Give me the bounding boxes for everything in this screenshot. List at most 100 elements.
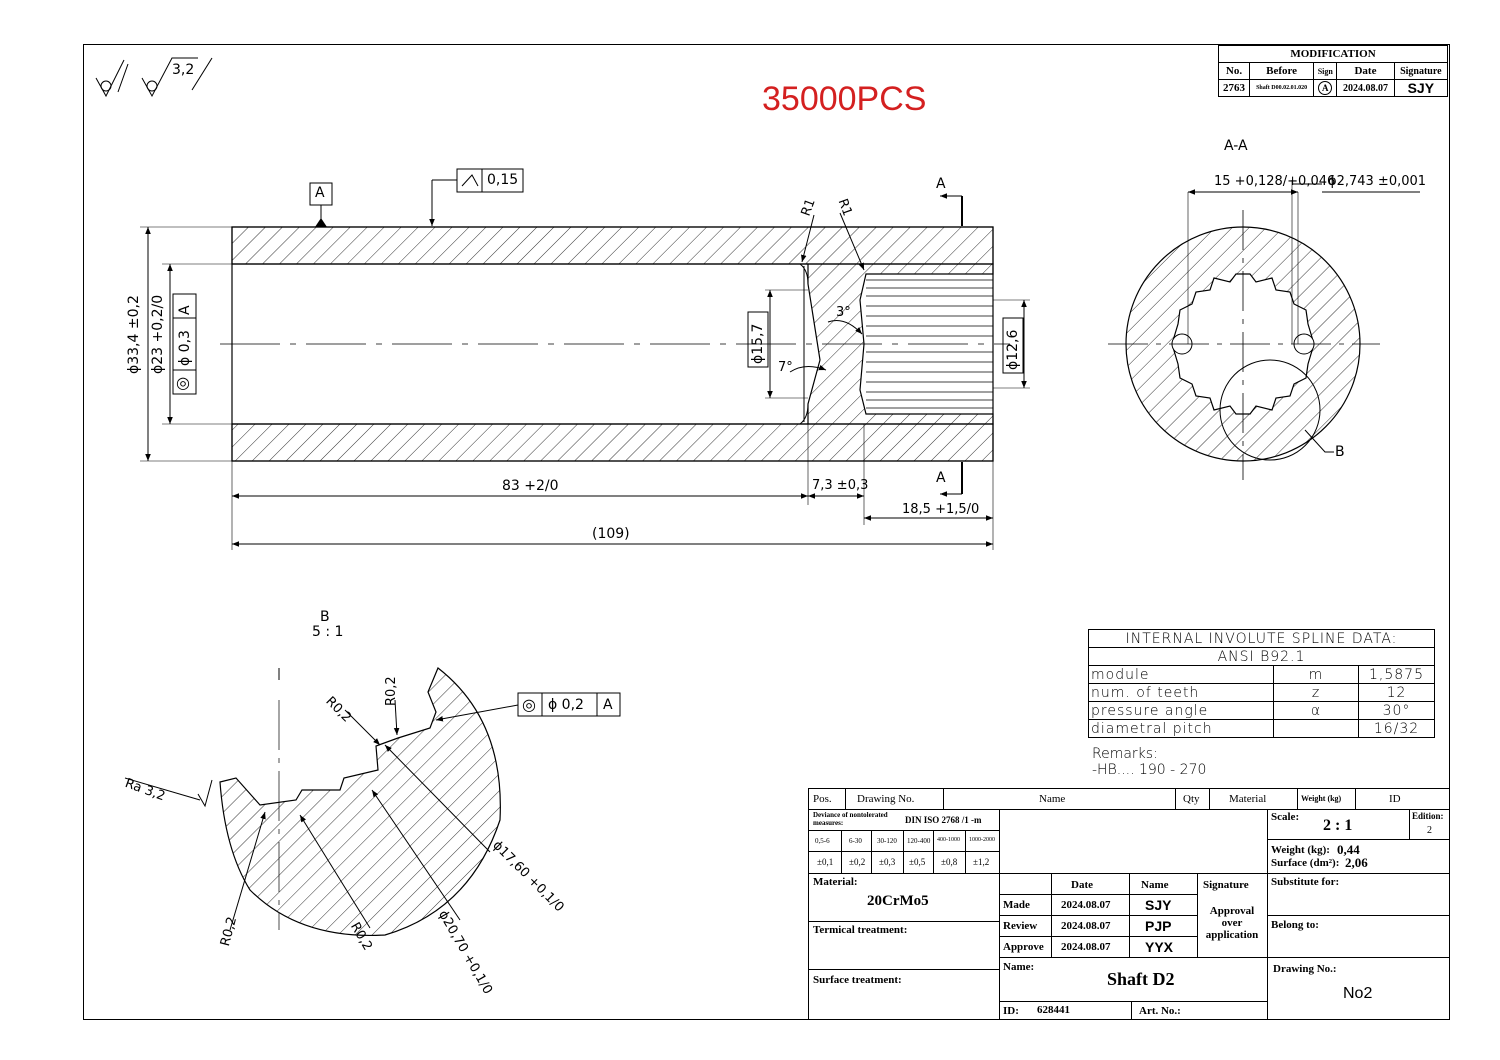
concentricity-main-symbol-icon: ◎ (176, 373, 190, 392)
tb-weight-label: Weight (kg): (1271, 844, 1330, 856)
tb-tol-range: 6-30 (849, 837, 862, 845)
dim-12-6: ϕ12,6 (1005, 329, 1021, 370)
dim-outer-diameter: ϕ33,4 ±0,2 (126, 295, 142, 374)
tb-edition-label: Edition: (1412, 811, 1444, 821)
spline-row-symbol (1273, 719, 1359, 738)
tb-part-name: Shaft D2 (1107, 969, 1175, 989)
tb-header-weight: Weight (kg) (1301, 794, 1342, 803)
tb-drawing-no-value: No2 (1343, 985, 1373, 1002)
detail-b-callout: B (1335, 444, 1345, 460)
spline-remarks-value: -HB.... 190 - 270 (1092, 762, 1207, 778)
tb-id-label: ID: (1003, 1005, 1019, 1017)
tb-header-pos: Pos. (813, 793, 832, 805)
tb-surface-label: Surface (dm²): (1271, 857, 1340, 869)
spline-row-value: 1,5875 (1358, 665, 1435, 684)
mod-row-signature: SJY (1393, 79, 1449, 97)
spline-title: INTERNAL INVOLUTE SPLINE DATA: (1088, 629, 1435, 648)
datum-a-label: A (315, 185, 325, 201)
section-label-top: A (936, 176, 946, 192)
tb-tol-value: ±0,5 (909, 857, 926, 867)
spline-row-symbol: m (1273, 665, 1359, 684)
tb-material-value: 20CrMo5 (867, 893, 929, 909)
tb-person: SJY (1145, 897, 1172, 913)
mod-row-before: Shaft D00.02.01.020 (1248, 79, 1315, 97)
tb-person: PJP (1145, 918, 1172, 934)
tb-header-drawing-no: Drawing No. (857, 793, 915, 805)
tb-weight-value: 0,44 (1337, 842, 1360, 857)
tb-role: Review (1003, 920, 1038, 932)
tb-surface-treatment-label: Surface treatment: (813, 974, 902, 986)
tb-tol-value: ±1,2 (973, 857, 990, 867)
tb-belong-label: Belong to: (1271, 919, 1319, 931)
spline-row-symbol: α (1273, 701, 1359, 720)
mod-row-date: 2024.08.07 (1336, 79, 1395, 97)
tb-art-label: Art. No.: (1139, 1005, 1181, 1017)
tb-tol-value: ±0,2 (849, 857, 866, 867)
tb-approval-note: Approval over application (1205, 905, 1259, 941)
tb-tol-range: 30-120 (877, 837, 897, 845)
concentricity-main-value: ϕ 0,3 (177, 330, 193, 366)
tb-tol-range: 400-1000 (937, 837, 960, 843)
tb-date: 2024.08.07 (1061, 899, 1111, 911)
tb-header-name: Name (1039, 793, 1066, 805)
tb-person: YYX (1145, 939, 1174, 955)
spline-row-value: 16/32 (1358, 719, 1435, 738)
spline-standard: ANSI B92.1 (1088, 647, 1435, 666)
spline-data-table: INTERNAL INVOLUTE SPLINE DATA: ANSI B92.… (1088, 629, 1435, 738)
detail-b-title: B (320, 609, 330, 625)
tb-tol-value: ±0,1 (817, 857, 834, 867)
tb-name-col: Name (1141, 879, 1169, 891)
radius-r02-b: R0,2 (384, 676, 399, 706)
title-block: Pos. Drawing No. Name Qty Material Weigh… (808, 788, 1449, 1019)
modification-title: MODIFICATION (1218, 45, 1448, 63)
mod-header-no: No. (1218, 62, 1250, 80)
concentricity-main-datum: A (177, 305, 193, 315)
tb-role: Approve (1003, 941, 1044, 953)
dim-2-743: ϕ2,743 ±0,001 (1328, 174, 1427, 189)
tb-substitute-label: Substitute for: (1271, 876, 1340, 888)
spline-row-value: 12 (1358, 683, 1435, 702)
mod-row-sign: A (1318, 81, 1333, 95)
drawing-frame (83, 44, 1450, 1020)
tb-scale-value: 2 : 1 (1323, 817, 1353, 834)
roughness-general-value: 3,2 (172, 62, 194, 78)
mod-header-before: Before (1248, 62, 1315, 80)
dim-15-7: ϕ15,7 (750, 323, 766, 364)
tb-scale-label: Scale: (1271, 811, 1300, 823)
tb-date-col: Date (1071, 879, 1093, 891)
roughness-symbol-general (95, 57, 213, 98)
detail-b-scale: 5 : 1 (312, 624, 344, 640)
mod-header-date: Date (1336, 62, 1395, 80)
section-label-bottom: A (936, 470, 946, 486)
concentricity-detail-datum: A (603, 697, 613, 713)
tb-tol-value: ±0,8 (941, 857, 958, 867)
tb-tol-range: 120-400 (907, 837, 931, 845)
tb-role: Made (1003, 899, 1030, 911)
section-aa-title: A-A (1224, 138, 1248, 154)
tb-tol-range: 0,5-6 (815, 837, 830, 845)
tb-name-label: Name: (1003, 961, 1035, 973)
dim-15-spline: 15 +0,128/+0,046 (1214, 174, 1336, 189)
tb-date: 2024.08.07 (1061, 941, 1111, 953)
concentricity-detail-symbol-icon: ◎ (522, 695, 536, 714)
modification-table: MODIFICATION No. Before Sign Date Signat… (1218, 45, 1449, 97)
tb-header-qty: Qty (1183, 793, 1200, 805)
mod-row-no: 2763 (1218, 79, 1250, 97)
tb-id-value: 628441 (1037, 1004, 1070, 1016)
spline-row-value: 30° (1358, 701, 1435, 720)
concentricity-detail-value: ϕ 0,2 (548, 697, 584, 713)
spline-row-name: module (1088, 665, 1274, 684)
dim-inner-diameter: ϕ23 +0,2/0 (150, 294, 166, 374)
quantity-note: 35000PCS (762, 80, 927, 118)
mod-header-signature: Signature (1393, 62, 1449, 80)
spline-row-name: pressure angle (1088, 701, 1274, 720)
tb-surface-value: 2,06 (1345, 855, 1368, 870)
tb-signature-col: Signature (1203, 879, 1249, 891)
tb-thermal-label: Termical treatment: (813, 924, 908, 936)
dim-18-5: 18,5 +1,5/0 (902, 502, 980, 517)
angle-7: 7° (778, 360, 793, 375)
tb-tol-value: ±0,3 (879, 857, 896, 867)
angle-3: 3° (836, 305, 851, 320)
spline-row-name: num. of teeth (1088, 683, 1274, 702)
